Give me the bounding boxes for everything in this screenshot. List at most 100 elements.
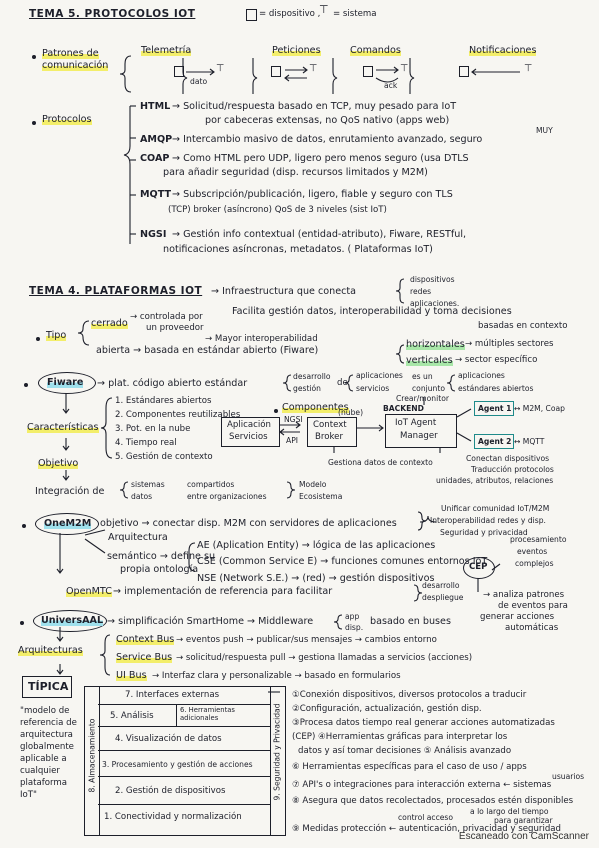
car-item-1: 1. Estándares abiertos [115, 396, 212, 406]
bullet-icon [22, 524, 26, 528]
onem2m-obj: objetivo → conectar disp. M2M con servid… [100, 518, 397, 529]
bullet-icon [24, 383, 28, 387]
notificaciones-text: Notificaciones [469, 45, 537, 56]
amqp-muy: MUY [536, 126, 553, 135]
componentes-label: Componentes [282, 402, 349, 413]
onem2m-label: OneM2M [44, 518, 92, 529]
sistema-icon: ⊤ [216, 63, 225, 74]
agent2-box [474, 434, 514, 449]
universaal-1: → simplificación SmartHome → Middleware [107, 616, 314, 627]
broker-text: Broker [315, 432, 343, 442]
agent1-box [474, 401, 514, 416]
context-broker-box [307, 417, 357, 447]
mqtt-name: MQTT [140, 189, 172, 200]
cerrado-2: un proveedor [146, 323, 204, 333]
bullet-icon [32, 121, 36, 125]
layer-divider-vertical [176, 704, 177, 726]
objetivo-label: Objetivo [38, 458, 79, 469]
def-list-2: aplicaciones. [410, 299, 460, 308]
ae-text: AE (Aplication Entity) → lógica de las a… [197, 540, 436, 551]
modelo-quote-4: aplicable a [20, 754, 67, 764]
layer-6: 6. Herramientas adicionales [180, 706, 235, 722]
def-list-0: dispositivos [410, 275, 455, 284]
ngsi-text: NGSI [284, 415, 303, 424]
layer-right: 9. Seguridad y Privacidad [272, 703, 282, 801]
fiware-de: de [337, 378, 348, 388]
def-1: → Infraestructura que conecta [211, 286, 357, 297]
fiware-1: → plat. código abierto estándar [97, 378, 248, 389]
modelo-quote-3: globalmente [20, 742, 74, 752]
layer-1: 1. Conectividad y normalización [104, 812, 242, 822]
coap-name: COAP [140, 153, 170, 164]
tema5-title: TEMA 5. PROTOCOLOS IOT [29, 8, 196, 20]
fiware-conjunto: conjunto [412, 384, 445, 393]
arquitecturas-label: Arquitecturas [18, 645, 83, 656]
patrones-label-2: comunicación [42, 60, 109, 71]
note-7: ⑦ API's o integraciones para interacción… [292, 780, 552, 790]
componentes-text: Componentes [282, 402, 349, 413]
note-1: ①Conexión dispositivos, diversos protoco… [292, 690, 527, 700]
patrones-label-line2: comunicación [42, 60, 109, 71]
layer-divider [98, 704, 270, 705]
telemetria-text: Telemetría [141, 45, 192, 56]
horizontales-text: horizontales [406, 339, 465, 350]
universaal-disp: disp. [345, 623, 364, 632]
sistema-icon: ⊤ [319, 3, 329, 16]
note-garantizar: para garantizar [494, 816, 553, 825]
cerrado-arrow: → controlada por [130, 312, 203, 322]
cerrado-text: cerrado [91, 318, 128, 329]
fiware-label: Fiware [47, 377, 84, 388]
ngsi-desc-2: notificaciones asíncronas, metadatos. ( … [163, 244, 433, 255]
verticales-text: verticales [406, 355, 453, 366]
onem2m-text: OneM2M [44, 518, 92, 529]
semantico-1: semántico → define su [107, 551, 216, 562]
backend-text: BACKEND [383, 404, 424, 413]
ui-bus-2: → Interfaz clara y personalizable → basa… [152, 671, 401, 681]
layer-side-column [84, 686, 100, 836]
bullet-icon [20, 621, 24, 625]
context-text: Context [313, 420, 347, 430]
unidades: unidades, atributos, relaciones [436, 476, 554, 485]
horizontales-2: → múltiples sectores [465, 339, 554, 349]
horizontales-label: horizontales [406, 339, 465, 350]
aplicacion-text: Aplicación [227, 420, 271, 430]
camscanner-watermark: Escaneado con CamScanner [458, 831, 589, 842]
tipo-text: Tipo [46, 330, 67, 341]
verticales-2: → sector específico [455, 355, 538, 365]
patrones-label: Patrones de [42, 48, 99, 59]
note-9: ⑨ Medidas protección ← autenticación, pr… [292, 824, 562, 834]
layer-right-column [270, 686, 286, 836]
cerrado-label: cerrado [91, 318, 128, 329]
service-bus-label: Service Bus [116, 652, 173, 663]
modelo-quote-2: arquitectura [20, 730, 73, 740]
sistema-icon: ⊤ [309, 63, 318, 74]
objetivo-text: Objetivo [38, 458, 79, 469]
obj-datos: datos [131, 492, 153, 501]
obj-ecosistema: Ecosistema [299, 492, 343, 501]
coap-desc-1: → Como HTML pero UDP, ligero pero menos … [172, 153, 469, 164]
def-list-1: redes [410, 287, 432, 296]
ngsi-desc-1: → Gestión info contextual (entidad-atrib… [172, 229, 467, 240]
universaal-text: UniversAAL [41, 615, 104, 626]
nse-text: NSE (Network S.E.) → (red) → gestión dis… [197, 573, 435, 584]
car-item-2: 2. Componentes reutilizables [115, 410, 241, 420]
ngsi-name: NGSI [140, 229, 167, 240]
def-2: Facilita gestión datos, interoperabilida… [232, 306, 512, 317]
complejos: complejos [515, 559, 554, 568]
mqtt-desc-2: (TCP) broker (asíncrono) QoS de 3 nivele… [168, 205, 387, 215]
layer-4: 4. Visualización de datos [115, 734, 222, 744]
modelo-quote-1: referencia de [20, 718, 77, 728]
bullet-icon [274, 409, 278, 413]
sistema-icon: ⊤ [400, 63, 409, 74]
analiza-3: generar acciones [480, 612, 555, 622]
obj-compartidos: compartidos [187, 480, 235, 489]
layer-side: 8. Almacenamiento [87, 718, 97, 793]
interop: Interoperabilidad redes y disp. [430, 516, 546, 525]
note-tiempo: a lo largo del tiempo [470, 807, 549, 816]
car-item-5: 5. Gestión de contexto [115, 452, 213, 462]
fiware-gestion: gestión [293, 384, 321, 393]
html-desc-1: → Solicitud/respuesta basado en TCP, muy… [172, 101, 457, 112]
dispositivo-icon [271, 66, 281, 77]
fiware-circle [38, 372, 96, 394]
gestiona-datos: Gestiona datos de contexto [328, 458, 433, 467]
